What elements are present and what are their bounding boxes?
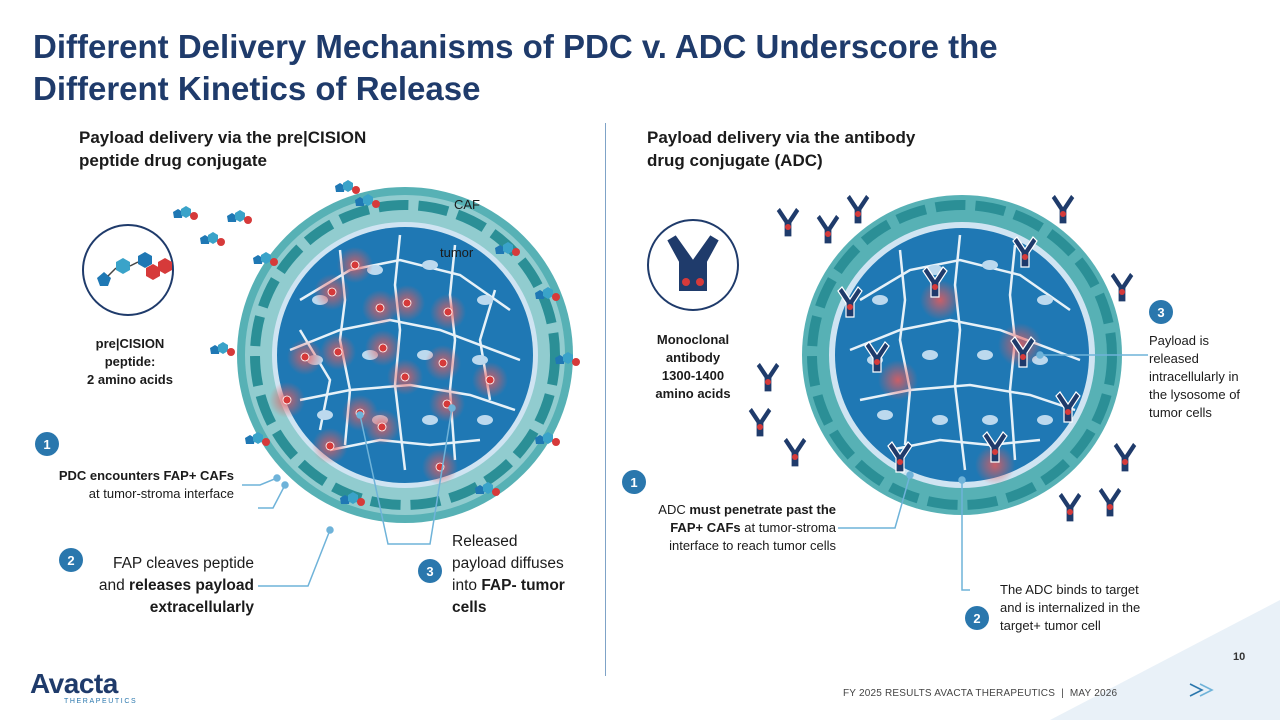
right-step-3-text: Payload is released intracellularly in t… xyxy=(1149,332,1277,422)
right-step-2-line-3: target+ tumor cell xyxy=(1000,618,1101,633)
left-step-3-line-2: payload diffuses xyxy=(452,555,564,572)
left-step-3-line-4: cells xyxy=(452,599,487,616)
right-step-1-bold-1: must penetrate past the xyxy=(689,502,836,517)
antibody-name-line-4: amino acids xyxy=(655,386,731,401)
left-heading-line-2: peptide drug conjugate xyxy=(79,151,267,170)
left-step-3-pre: into xyxy=(452,577,482,594)
right-step-3-line-4: the lysosome of xyxy=(1149,387,1241,402)
footer-date: MAY 2026 xyxy=(1069,688,1118,699)
left-step-1-detail: at tumor-stroma interface xyxy=(88,486,234,501)
antibody-name-line-3: 1300-1400 xyxy=(661,368,725,383)
left-step-3-line-1: Released xyxy=(452,533,518,550)
right-step-1-badge: 1 xyxy=(622,470,646,494)
antibody-name-line-1: Monoclonal xyxy=(656,332,730,347)
left-step-2-bold: releases payload xyxy=(129,577,254,594)
right-heading-line-2: drug conjugate (ADC) xyxy=(647,151,823,170)
left-step-2-line-1: FAP cleaves peptide xyxy=(112,555,254,572)
right-step-1-text: ADC must penetrate past the FAP+ CAFs at… xyxy=(610,501,836,555)
antibody-name-line-2: antibody xyxy=(665,350,721,365)
peptide-description: pre|CISION peptide: 2 amino acids xyxy=(60,335,200,389)
logo-subtitle: THERAPEUTICS xyxy=(64,698,138,705)
right-step-3-line-5: tumor cells xyxy=(1149,405,1212,420)
title-line-2: Different Kinetics of Release xyxy=(33,70,481,107)
left-step-2-badge: 2 xyxy=(59,548,83,572)
avacta-logo: Avacta THERAPEUTICS xyxy=(30,668,138,706)
right-step-1-line-1: ADC must penetrate past the xyxy=(610,501,836,519)
right-step-1-pre: ADC xyxy=(658,502,690,517)
footer-separator: | xyxy=(1061,688,1064,699)
panel-divider xyxy=(605,123,606,676)
left-step-3-line-3: into FAP- tumor xyxy=(452,575,602,597)
footer-company: FY 2025 RESULTS AVACTA THERAPEUTICS xyxy=(843,688,1056,699)
footer-text: FY 2025 RESULTS AVACTA THERAPEUTICS | MA… xyxy=(843,688,1183,699)
right-step-3-line-3: intracellularly in xyxy=(1149,369,1239,384)
page-number: 10 xyxy=(1233,651,1246,663)
decorative-wash xyxy=(1050,600,1280,720)
peptide-name-line-2: peptide: xyxy=(104,354,156,369)
peptide-name-line-3: 2 amino acids xyxy=(87,372,173,387)
right-panel-heading: Payload delivery via the antibody drug c… xyxy=(647,126,915,172)
adc-tumor-diagram xyxy=(747,193,1138,523)
left-step-2-pre: and xyxy=(98,577,130,594)
right-step-2-text: The ADC binds to target and is internali… xyxy=(1000,581,1200,635)
left-step-3-bold: FAP- tumor xyxy=(481,577,565,594)
left-step-2-line-2: and releases payload xyxy=(60,575,254,597)
right-step-2-badge: 2 xyxy=(965,606,989,630)
right-step-3-badge: 3 xyxy=(1149,300,1173,324)
left-step-2-text: FAP cleaves peptide and releases payload… xyxy=(60,553,254,619)
right-step-1-post: at tumor-stroma xyxy=(740,520,836,535)
tumor-label: tumor xyxy=(440,245,474,260)
caf-label: CAF xyxy=(454,197,480,212)
peptide-name-line-1: pre|CISION xyxy=(95,336,165,351)
right-step-2-line-2: and is internalized in the xyxy=(1000,600,1141,615)
precision-peptide-icon xyxy=(82,224,174,316)
left-leader-lines xyxy=(242,404,456,587)
left-heading-line-1: Payload delivery via the pre|CISION xyxy=(79,128,367,147)
left-step-1-badge: 1 xyxy=(35,432,59,456)
left-step-3-badge: 3 xyxy=(418,559,442,583)
right-leader-lines xyxy=(838,351,1148,591)
slide-title: Different Delivery Mechanisms of PDC v. … xyxy=(33,26,1213,110)
title-line-1: Different Delivery Mechanisms of PDC v. … xyxy=(33,28,998,65)
double-chevron-right-icon xyxy=(1189,683,1214,697)
right-step-1-line-3: interface to reach tumor cells xyxy=(669,538,836,553)
right-step-2-line-1: The ADC binds to target xyxy=(1000,582,1139,597)
right-step-1-line-2: FAP+ CAFs at tumor-stroma xyxy=(610,519,836,537)
right-step-3-line-1: Payload is xyxy=(1149,333,1209,348)
pdc-tumor-diagram xyxy=(173,180,580,523)
right-step-3-line-2: released xyxy=(1149,351,1199,366)
right-step-1-bold-2: FAP+ CAFs xyxy=(670,520,741,535)
left-step-2-line-3: extracellularly xyxy=(149,599,254,616)
antibody-description: Monoclonal antibody 1300-1400 amino acid… xyxy=(628,331,758,403)
left-step-1-text: PDC encounters FAP+ CAFs at tumor-stroma… xyxy=(20,467,234,503)
logo-wordmark: Avacta xyxy=(30,668,118,699)
left-step-3-text: Released payload diffuses into FAP- tumo… xyxy=(452,531,602,619)
left-panel-heading: Payload delivery via the pre|CISION pept… xyxy=(79,126,366,172)
right-heading-line-1: Payload delivery via the antibody xyxy=(647,128,916,147)
monoclonal-antibody-icon xyxy=(647,219,739,311)
left-step-1-bold: PDC encounters FAP+ CAFs xyxy=(58,468,234,483)
